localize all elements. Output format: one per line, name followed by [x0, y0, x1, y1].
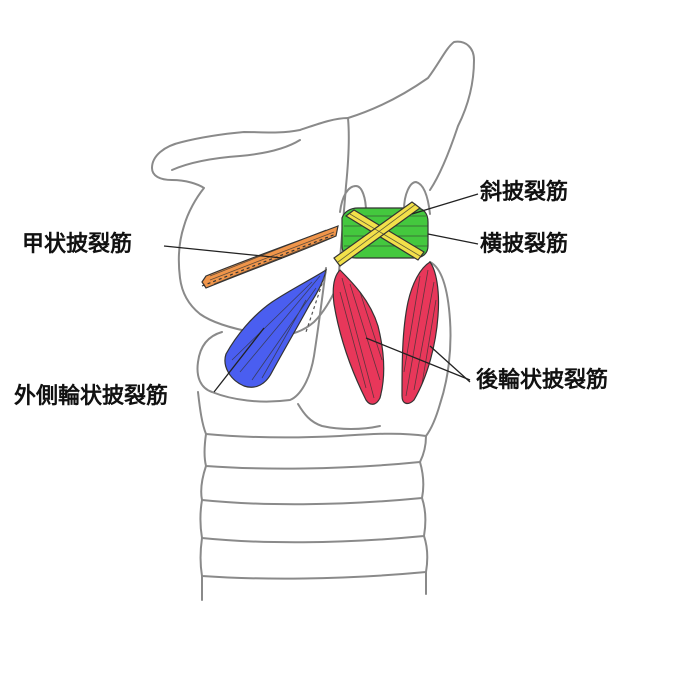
trachea-ring-3	[199, 497, 427, 544]
label-transverse-arytenoid: 横披裂筋	[478, 232, 571, 264]
arytenoid-left-outline	[339, 185, 367, 213]
larynx-outline	[151, 40, 475, 601]
label-lateral-cricoarytenoid: 外側輪状披裂筋	[12, 384, 171, 416]
cricoid-lamina-outline	[425, 261, 452, 437]
leader-thyroarytenoid	[163, 245, 283, 259]
label-oblique-arytenoid: 斜披裂筋	[478, 180, 571, 212]
thyroid-cartilage-outline	[151, 117, 350, 337]
posterior-cricoarytenoid-muscle	[332, 261, 440, 405]
trachea-tail	[200, 571, 427, 601]
arytenoid-right-outline	[403, 181, 431, 215]
trachea-ring-1	[203, 433, 427, 470]
posterior-cricoarytenoid-right-shape	[401, 261, 440, 405]
leader-transverse-arytenoid	[427, 233, 479, 245]
oblique-arytenoid-band-2	[333, 201, 422, 267]
leader-posterior-1	[365, 337, 471, 381]
cricoid-cartilage-outline	[196, 267, 327, 403]
posterior-cricoarytenoid-left-shape	[332, 269, 385, 405]
oblique-arytenoid-muscle	[333, 201, 425, 267]
cricoid-inner-outline	[297, 403, 381, 430]
label-thyroarytenoid: 甲状披裂筋	[20, 232, 135, 264]
leader-lines	[163, 193, 479, 393]
epiglottis-outline	[347, 40, 475, 191]
leader-lateral-cricoarytenoid	[213, 327, 265, 393]
cricoid-ring-outline	[197, 391, 427, 439]
leader-oblique-arytenoid	[411, 193, 479, 215]
trachea-ring-2	[200, 461, 425, 506]
trachea-ring-4	[199, 535, 429, 580]
lateral-cricoarytenoid-muscle	[224, 268, 327, 388]
thyroid-notch-outline	[171, 139, 301, 171]
leader-posterior-2	[429, 345, 471, 383]
label-posterior-cricoarytenoid: 後輪状披裂筋	[474, 368, 611, 400]
